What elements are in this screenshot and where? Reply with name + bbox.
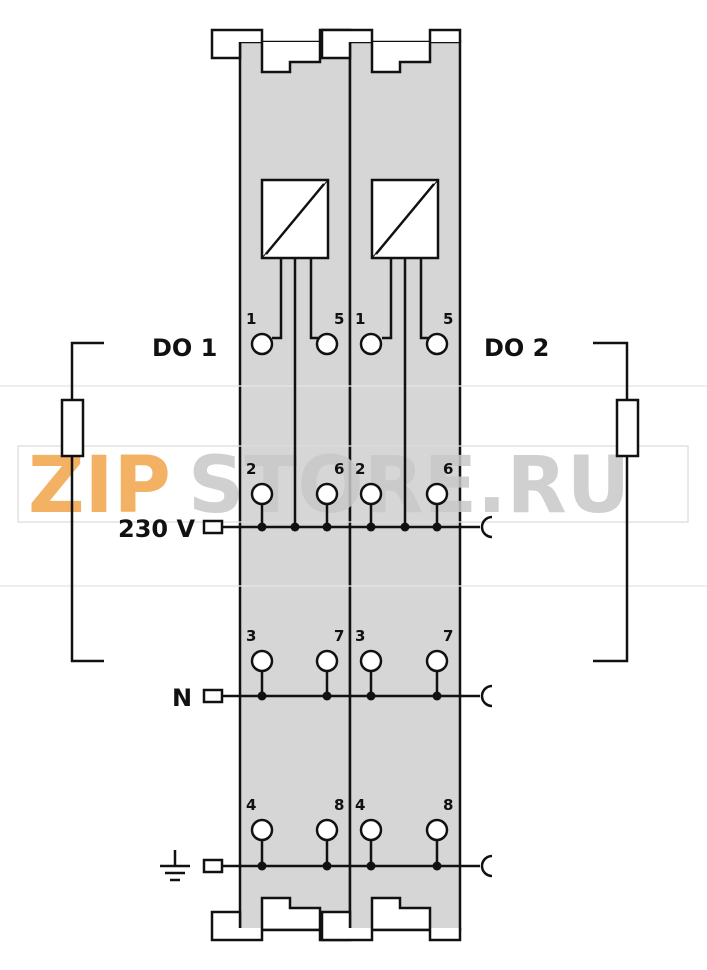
load-resistor-right [593, 341, 640, 663]
svg-text:3: 3 [355, 627, 365, 645]
svg-text:4: 4 [246, 796, 256, 814]
svg-text:4: 4 [355, 796, 365, 814]
svg-text:8: 8 [443, 796, 453, 814]
neutral-rail-label: N [172, 684, 192, 712]
svg-text:2: 2 [246, 460, 256, 478]
module-2-internals [370, 178, 440, 527]
load-resistor-left [60, 341, 104, 663]
svg-text:7: 7 [443, 627, 453, 645]
output-label-do1: DO 1 [152, 334, 217, 362]
svg-text:8: 8 [334, 796, 344, 814]
svg-text:3: 3 [246, 627, 256, 645]
output-label-do2: DO 2 [484, 334, 549, 362]
junction-dots [257, 522, 442, 871]
svg-text:7: 7 [334, 627, 344, 645]
ground-icon [160, 850, 190, 882]
svg-text:2: 2 [355, 460, 365, 478]
watermark-zip: ZIP [28, 441, 171, 531]
terminal-labels: 1 5 2 6 3 7 4 8 1 5 2 6 3 7 4 8 [246, 310, 453, 814]
svg-text:5: 5 [443, 310, 453, 328]
supply-rail-label: 230 V [118, 515, 195, 543]
svg-text:5: 5 [334, 310, 344, 328]
svg-text:6: 6 [443, 460, 453, 478]
svg-text:6: 6 [334, 460, 344, 478]
module-1-internals [260, 178, 330, 527]
svg-text:1: 1 [246, 310, 256, 328]
svg-text:1: 1 [355, 310, 365, 328]
